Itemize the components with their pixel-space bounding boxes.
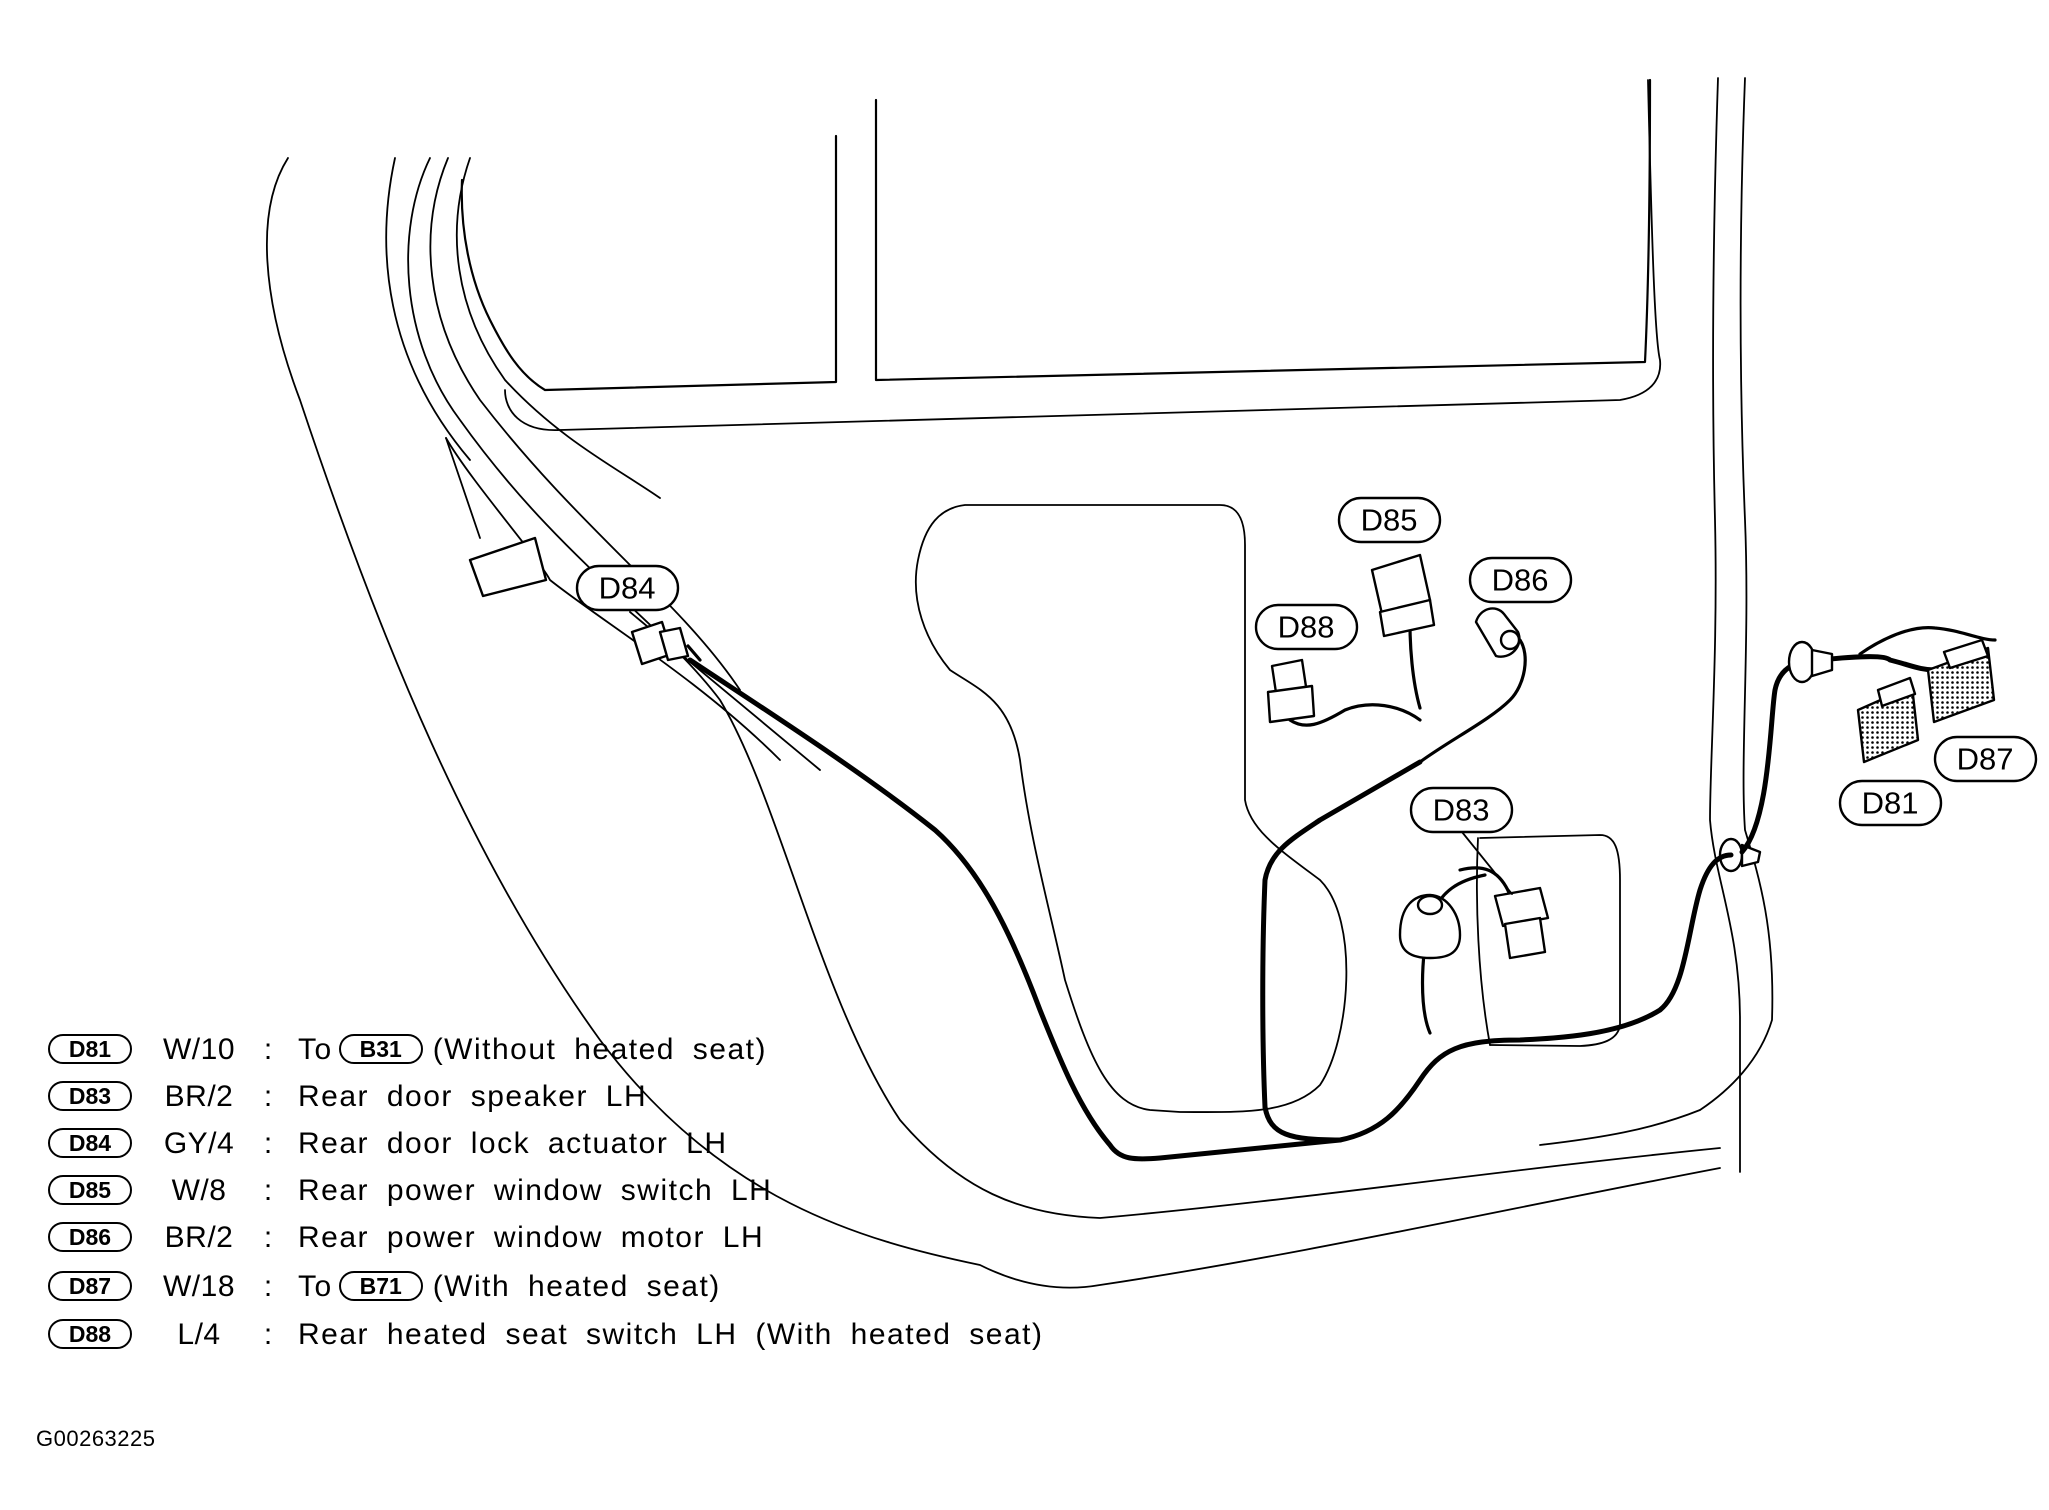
legend-prefix: To [298, 1270, 333, 1303]
connector-d86-shape [1474, 607, 1521, 658]
legend-separator: : [263, 1174, 273, 1207]
connector-d84-shape [630, 620, 702, 666]
legend-text: (With heated seat) [432, 1270, 721, 1303]
legend-connector-badge: D85 [48, 1175, 132, 1205]
connector-d83-shape [1461, 831, 1550, 960]
legend-description: Rear door speaker LH [298, 1080, 648, 1113]
legend-wire-code: W/8 [171, 1174, 227, 1207]
callout-d86: D86 [1468, 556, 1573, 604]
legend-prefix: To [298, 1033, 333, 1066]
legend-connector-badge: D81 [48, 1034, 132, 1064]
callout-d81: D81 [1838, 779, 1943, 827]
legend-separator: : [263, 1221, 273, 1254]
connector-d85-shape [1370, 553, 1436, 638]
callout-d85: D85 [1337, 496, 1442, 544]
legend-description: Rear power window motor LH [298, 1221, 765, 1254]
legend-ref-badge: B31 [338, 1034, 423, 1064]
figure-id: G00263225 [36, 1426, 156, 1451]
legend-text: (Without heated seat) [432, 1033, 768, 1066]
callout-d85-text: D85 [1361, 503, 1418, 538]
legend-separator: : [263, 1033, 273, 1066]
legend-description: Rear heated seat switch LH (With heated … [298, 1318, 1044, 1351]
legend-wire-code: L/4 [177, 1318, 221, 1351]
legend-separator: : [263, 1318, 273, 1351]
legend-connector-badge: D84 [48, 1128, 132, 1158]
connector-d81-shape [1856, 676, 1920, 764]
legend-wire-code: W/10 [162, 1033, 236, 1066]
speaker-grommet-shape [1398, 893, 1462, 960]
legend-wire-code: BR/2 [164, 1221, 234, 1254]
legend-connector-badge: D83 [48, 1081, 132, 1111]
callout-d88: D88 [1254, 603, 1359, 651]
callout-d88-text: D88 [1278, 610, 1335, 645]
legend-separator: : [263, 1270, 273, 1303]
callout-d86-text: D86 [1492, 563, 1549, 598]
wiring-harness [687, 623, 1997, 1162]
callout-d87-text: D87 [1957, 742, 2014, 777]
connector-d87-shape [1926, 638, 1996, 724]
connector-d88-shape [1266, 658, 1316, 724]
legend-connector-badge: D87 [48, 1271, 132, 1301]
legend-ref-badge: B71 [338, 1271, 423, 1301]
callout-d83: D83 [1409, 786, 1514, 834]
callout-d87: D87 [1933, 735, 2038, 783]
legend-connector-badge: D86 [48, 1222, 132, 1252]
callout-d84-text: D84 [599, 571, 656, 606]
legend-separator: : [263, 1080, 273, 1113]
legend-description: Rear power window switch LH [298, 1174, 773, 1207]
legend-connector-badge: D88 [48, 1319, 132, 1349]
callout-d81-text: D81 [1862, 786, 1919, 821]
legend-wire-code: BR/2 [164, 1080, 234, 1113]
grommet-right-shape [1787, 640, 1834, 684]
legend-wire-code: W/18 [162, 1270, 236, 1303]
legend-separator: : [263, 1127, 273, 1160]
callout-d84: D84 [575, 564, 680, 612]
legend-description: Rear door lock actuator LH [298, 1127, 728, 1160]
callout-d83-text: D83 [1433, 793, 1490, 828]
connector-shapes [630, 553, 1996, 960]
legend-wire-code: GY/4 [163, 1127, 235, 1160]
